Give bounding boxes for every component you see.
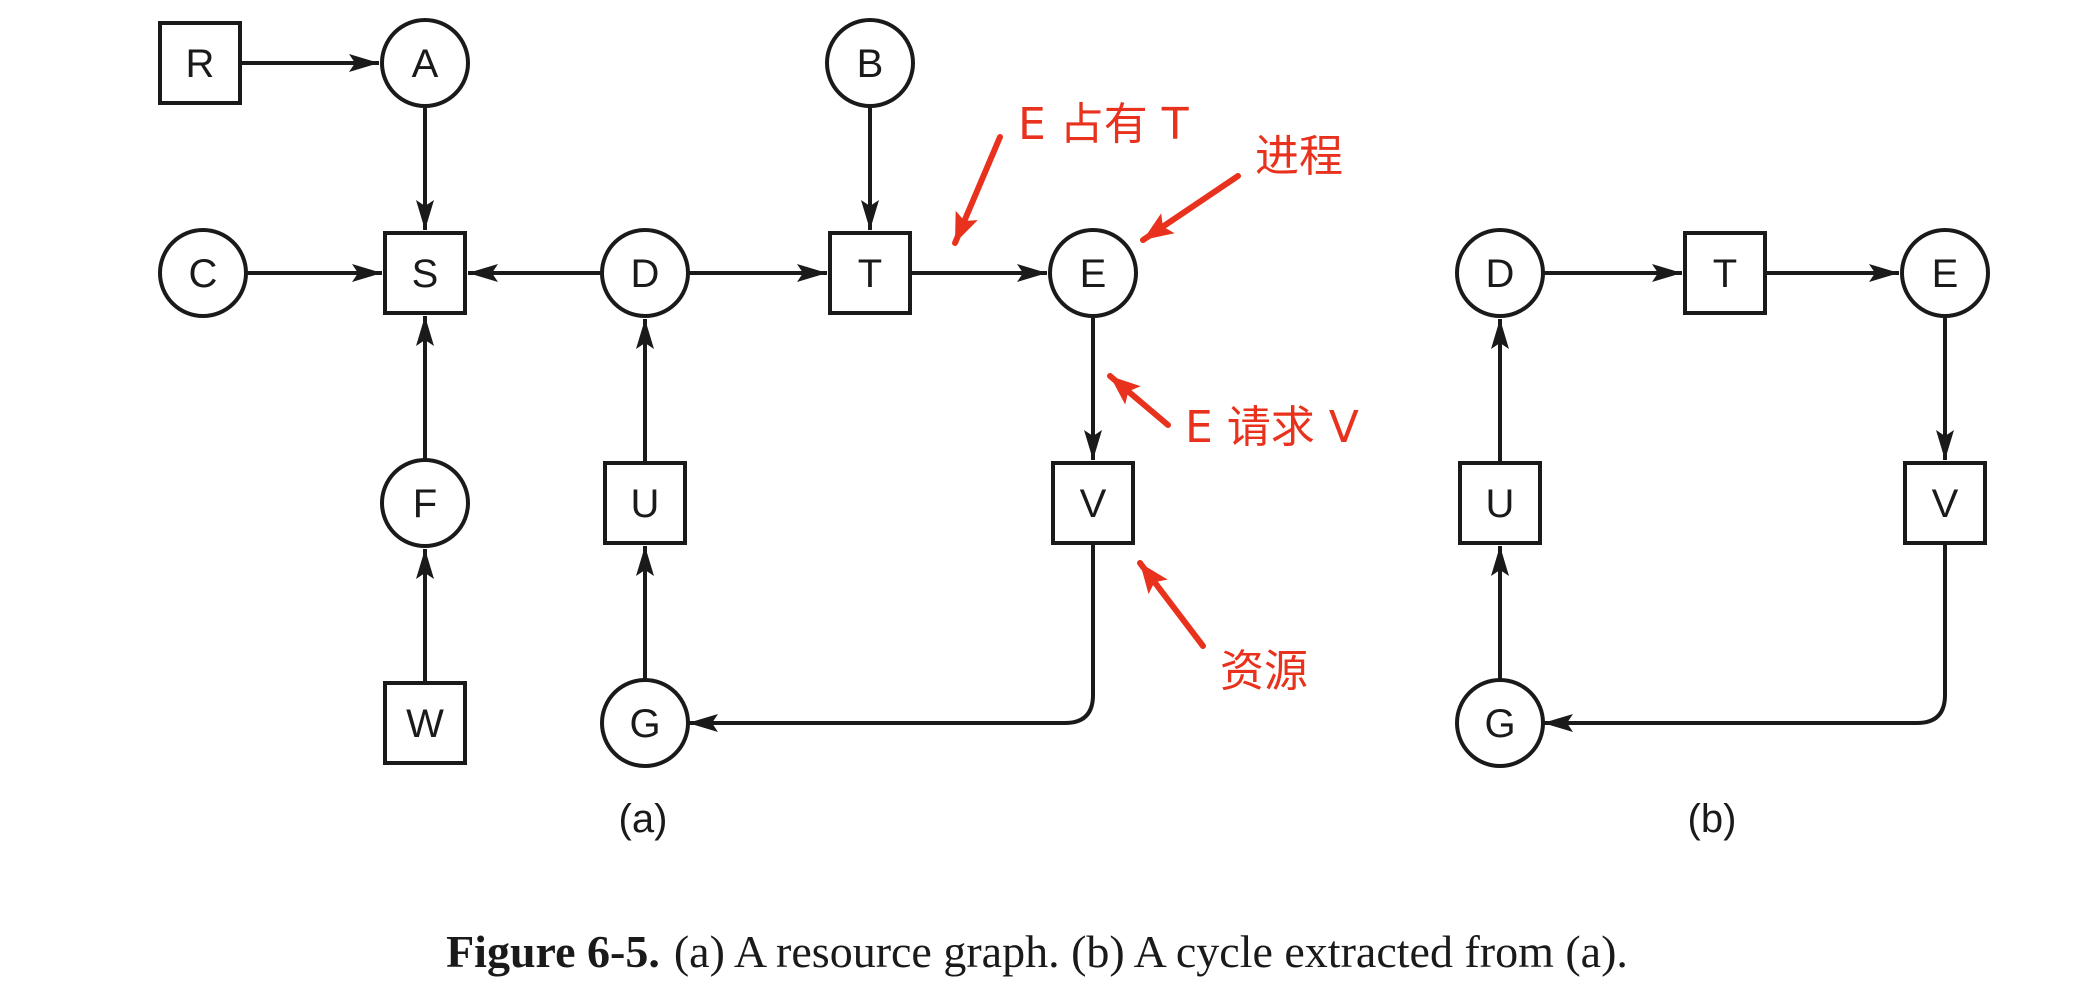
panel-label-b: (b) xyxy=(1688,797,1737,841)
node-label: R xyxy=(186,42,215,86)
node-label: U xyxy=(1486,482,1515,526)
node-label: V xyxy=(1080,482,1107,526)
process-circle xyxy=(158,228,248,318)
resource-node-t: T xyxy=(828,231,912,315)
node-label: E xyxy=(1080,252,1107,296)
process-circle xyxy=(1455,228,1545,318)
resource-node-w: W xyxy=(383,681,467,765)
resource-box xyxy=(1051,461,1135,545)
annotation-holds: E 占有 T xyxy=(1018,99,1189,150)
resource-node-v2: V xyxy=(1903,461,1987,545)
resource-box xyxy=(383,681,467,765)
process-node-g: G xyxy=(600,678,690,768)
edge-v-to-g xyxy=(688,543,1095,732)
process-circle xyxy=(380,18,470,108)
process-node-c: C xyxy=(158,228,248,318)
process-node-e: E xyxy=(1048,228,1138,318)
annotation-resource: 资源 xyxy=(1220,646,1308,697)
node-label: W xyxy=(406,702,444,746)
process-node-g2: G xyxy=(1455,678,1545,768)
node-label: U xyxy=(631,482,660,526)
process-circle xyxy=(1048,228,1138,318)
process-circle xyxy=(825,18,915,108)
resource-box xyxy=(383,231,467,315)
annotation-arrow-process xyxy=(1140,173,1241,243)
resource-box xyxy=(828,231,912,315)
annotations-layer: E 占有 T 进程 E 请求 V 资源 xyxy=(952,99,1359,697)
annotation-process: 进程 xyxy=(1255,131,1343,182)
process-circle xyxy=(600,678,690,768)
process-circle xyxy=(380,458,470,548)
process-node-b: B xyxy=(825,18,915,108)
resource-node-u: U xyxy=(603,461,687,545)
resource-box xyxy=(158,21,242,105)
node-label: T xyxy=(858,252,882,296)
node-label: D xyxy=(631,252,660,296)
resource-node-t2: T xyxy=(1683,231,1767,315)
panel-label-a: (a) xyxy=(619,797,668,841)
resource-node-u2: U xyxy=(1458,461,1542,545)
figure-caption-text: (a) A resource graph. (b) A cycle extrac… xyxy=(673,926,1628,977)
annotation-requests: E 请求 V xyxy=(1185,402,1359,453)
resource-box xyxy=(1458,461,1542,545)
process-circle xyxy=(1455,678,1545,768)
resource-box xyxy=(603,461,687,545)
figure-number: Figure 6-5. xyxy=(446,926,660,977)
process-node-e2: E xyxy=(1900,228,1990,318)
process-node-d2: D xyxy=(1455,228,1545,318)
node-label: V xyxy=(1932,482,1959,526)
process-node-d: D xyxy=(600,228,690,318)
nodes-layer: R A B C S D T E F U V W G D T E U V G xyxy=(158,18,1990,768)
figure-caption: Figure 6-5. (a) A resource graph. (b) A c… xyxy=(0,925,2074,978)
node-label: G xyxy=(1484,702,1515,746)
resource-node-s: S xyxy=(383,231,467,315)
node-label: B xyxy=(857,42,884,86)
resource-node-r: R xyxy=(158,21,242,105)
edge-v2-to-g2 xyxy=(1543,543,1947,732)
node-label: F xyxy=(413,482,437,526)
process-node-a: A xyxy=(380,18,470,108)
resource-box xyxy=(1903,461,1987,545)
node-label: G xyxy=(629,702,660,746)
resource-node-v: V xyxy=(1051,461,1135,545)
node-label: E xyxy=(1932,252,1959,296)
process-circle xyxy=(600,228,690,318)
annotation-arrow-holds xyxy=(952,134,1003,246)
node-label: D xyxy=(1486,252,1515,296)
resource-box xyxy=(1683,231,1767,315)
process-node-f: F xyxy=(380,458,470,548)
node-label: A xyxy=(412,42,439,86)
node-label: S xyxy=(412,252,439,296)
node-label: T xyxy=(1713,252,1737,296)
process-circle xyxy=(1900,228,1990,318)
annotation-arrow-resource xyxy=(1137,560,1206,649)
edges-layer xyxy=(240,54,1954,732)
annotation-arrow-requests xyxy=(1107,373,1171,428)
node-label: C xyxy=(189,252,218,296)
